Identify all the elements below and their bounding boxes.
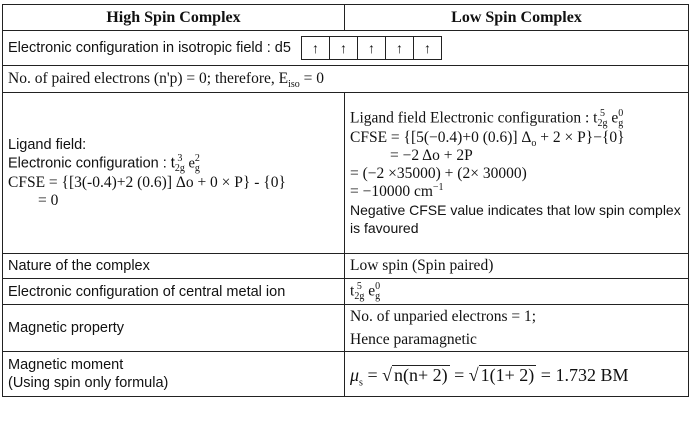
moment-sqrt2: 1(1+ 2) [478, 364, 537, 385]
paired-end: = 0 [299, 70, 325, 87]
magnetic-line1: No. of unparied electrons = 1; [350, 307, 537, 325]
magnetic-line2: Hence paramagnetic [350, 330, 477, 348]
moment-result: = 1.732 BM [540, 364, 629, 385]
moment-sqrt1: n(n+ 2) [391, 364, 450, 385]
ligand-low-line2: = −2 Δo + 2P [390, 147, 473, 164]
orbital-arrow: ↑ [356, 37, 385, 59]
low-spin-heading: Low Spin Complex [344, 4, 689, 31]
moment-label1: Magnetic moment [8, 357, 124, 373]
isotropic-config-label: Electronic configuration in isotropic fi… [8, 39, 291, 56]
orbital-boxes: ↑ ↑ ↑ ↑ ↑ [300, 36, 442, 60]
ligand-high-result: = 0 [38, 192, 59, 209]
ligand-low-note: Negative CFSE value indicates that low s… [350, 202, 681, 236]
moment-label2: (Using spin only formula) [8, 375, 169, 391]
ligand-low-line3: = (−2 ×35000) + (2× 30000) [350, 165, 527, 182]
ligand-high-cfse: CFSE = {[3(-0.4)+2 (0.6)] Δo + 0 × P} - … [8, 174, 286, 191]
moment-formula: μs = √n(n+ 2) = √1(1+ 2) = 1.732 BM [344, 351, 689, 397]
ligand-low-cfse: CFSE = {[5(−0.4)+0 (0.6)] Δo + 2 × P}−{0… [350, 129, 625, 150]
orbital-arrow: ↑ [311, 40, 319, 56]
magnetic-label: Magnetic property [2, 304, 345, 352]
ligand-heading: Ligand field: [8, 137, 87, 153]
isotropic-row: Electronic configuration in isotropic fi… [2, 30, 689, 66]
magnetic-row: Magnetic property No. of unparied electr… [2, 304, 689, 352]
ligand-low-cell: Ligand field Electronic configuration : … [344, 92, 689, 254]
ligand-row: Ligand field: Electronic configuration :… [2, 92, 689, 254]
orbital-arrow: ↑ [412, 37, 441, 59]
ligand-low-config: Ligand field Electronic configuration : … [350, 108, 624, 129]
central-label: Electronic configuration of central meta… [2, 278, 345, 305]
isotropic-config-cell: Electronic configuration in isotropic fi… [2, 30, 689, 66]
paired-row: No. of paired electrons (n'p) = 0; there… [2, 65, 689, 93]
ligand-low-line4: = −10000 cm−1 [350, 181, 444, 200]
ligand-high-cell: Ligand field: Electronic configuration :… [2, 92, 345, 254]
nature-value: Low spin (Spin paired) [344, 253, 689, 279]
paired-electrons-cell: No. of paired electrons (n'p) = 0; there… [2, 65, 689, 93]
paired-sub: iso [288, 79, 300, 91]
central-row: Electronic configuration of central meta… [2, 278, 689, 305]
moment-row: Magnetic moment (Using spin only formula… [2, 351, 689, 397]
spin-comparison-table: High Spin Complex Low Spin Complex Elect… [2, 4, 689, 397]
nature-label: Nature of the complex [2, 253, 345, 279]
header-row: High Spin Complex Low Spin Complex [2, 4, 689, 31]
magnetic-value: No. of unparied electrons = 1; Hence par… [344, 304, 689, 352]
high-spin-heading: High Spin Complex [2, 4, 345, 31]
orbital-arrow: ↑ [384, 37, 413, 59]
orbital-arrow: ↑ [328, 37, 357, 59]
nature-row: Nature of the complex Low spin (Spin pai… [2, 253, 689, 279]
paired-text: No. of paired electrons (n'p) = 0; there… [8, 70, 289, 87]
moment-label-cell: Magnetic moment (Using spin only formula… [2, 351, 345, 397]
